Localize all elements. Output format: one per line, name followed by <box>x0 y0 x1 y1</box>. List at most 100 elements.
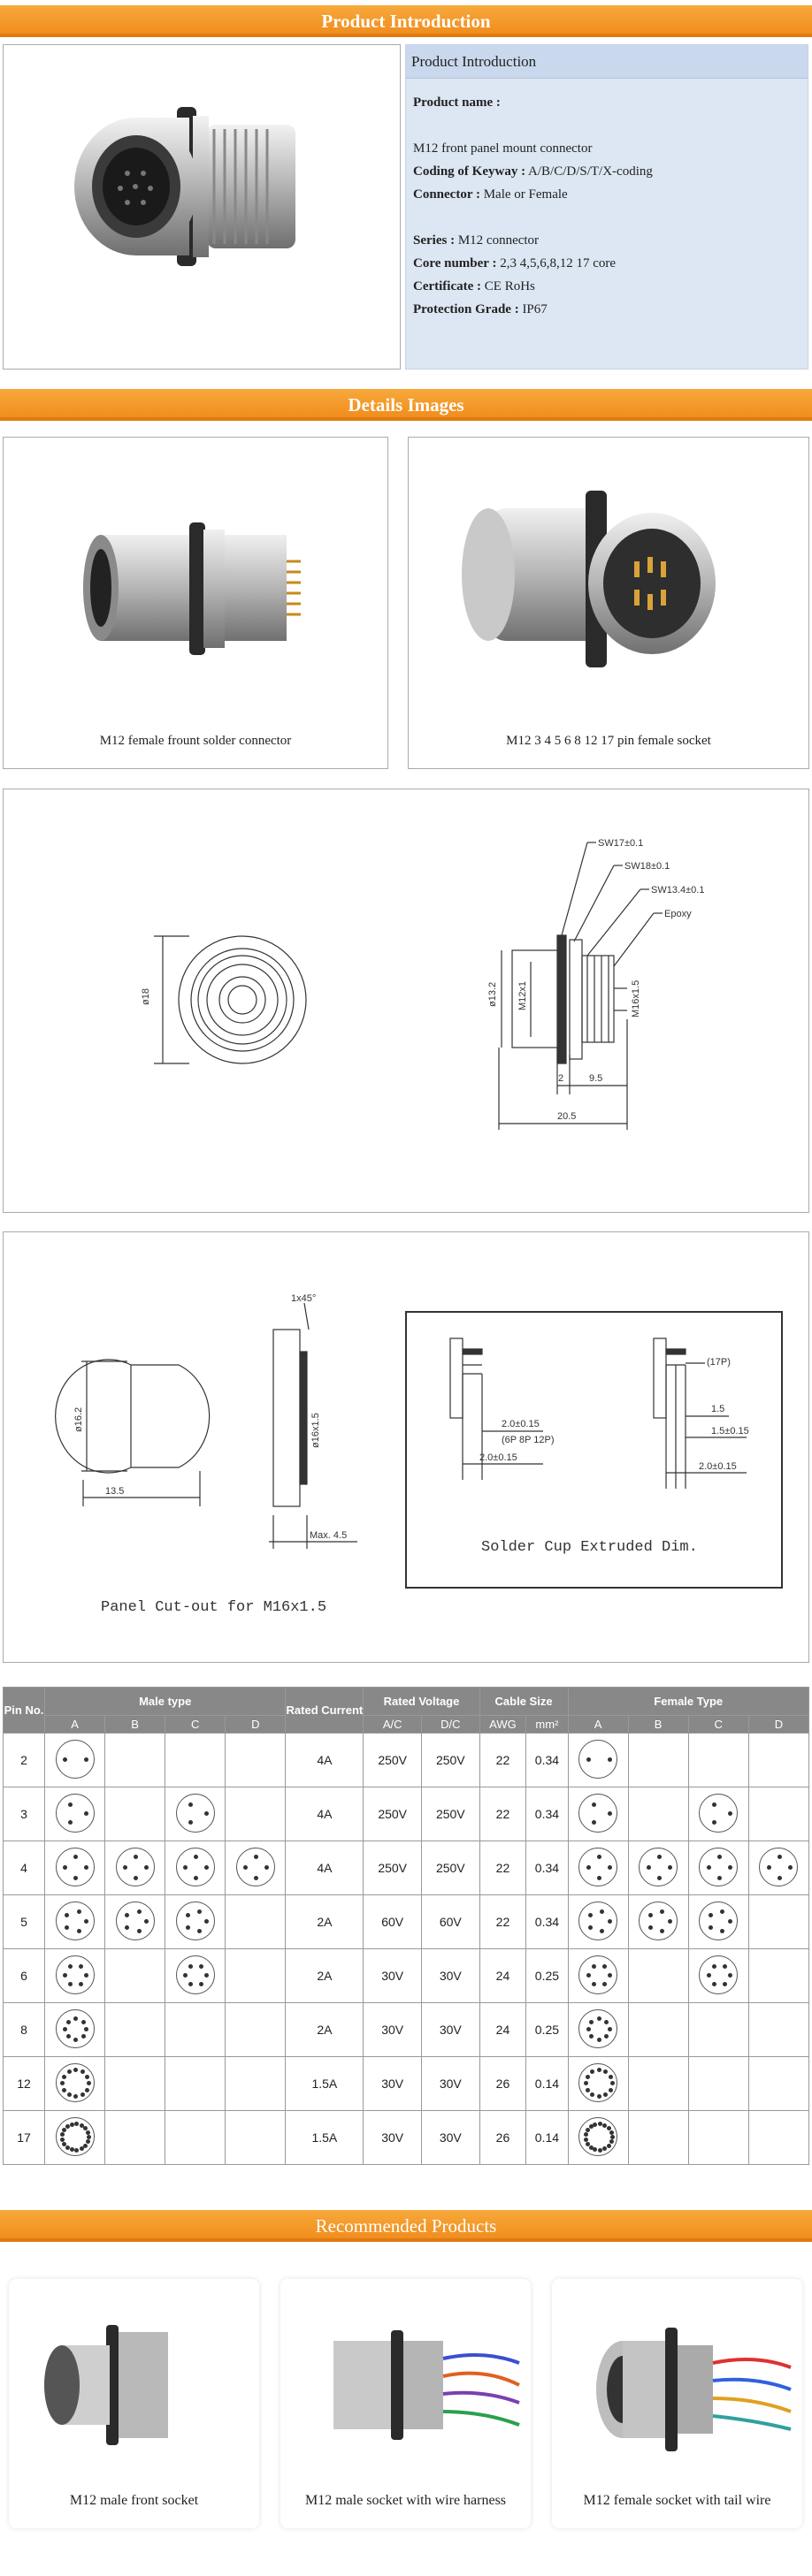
protect-value: IP67 <box>522 302 548 316</box>
pin-layout-icon <box>235 1847 275 1886</box>
th-male-c: C <box>165 1715 226 1734</box>
cell-female-a <box>567 2002 629 2057</box>
core-value: 2,3 4,5,6,8,12 17 core <box>500 256 617 271</box>
cert-label: Certificate : <box>413 279 482 293</box>
pin-layout-icon <box>699 1955 739 1994</box>
dim-17p: (17P) <box>707 1357 731 1368</box>
recommended-card[interactable]: M12 male front socket <box>9 2279 259 2528</box>
pin-layout-icon <box>115 1847 155 1886</box>
pin-layout-icon <box>578 1955 618 1994</box>
cell-mm: 0.34 <box>525 1841 569 1895</box>
pin-layout-icon <box>55 1793 95 1833</box>
technical-drawing-panel-cutout: ø16.2 13.5 1x45° ø16x1.5 Max. 4.5 Panel … <box>3 1231 809 1663</box>
cell-female-c <box>687 1733 749 1787</box>
cell-female-d <box>747 1894 810 1949</box>
dim-13-5: 13.5 <box>105 1486 124 1497</box>
cell-female-b <box>627 2110 689 2165</box>
cell-current: 4A <box>285 1841 364 1895</box>
cell-female-c <box>687 1948 749 2003</box>
series-label: Series : <box>413 233 456 248</box>
cell-male-a <box>43 1733 106 1787</box>
cell-male-b <box>104 1948 166 2003</box>
recommended-card[interactable]: M12 female socket with tail wire <box>552 2279 802 2528</box>
cell-ac: 30V <box>363 2110 422 2165</box>
cell-female-c <box>687 2110 749 2165</box>
coding-label: Coding of Keyway : <box>413 164 526 179</box>
pin-layout-icon <box>578 2116 618 2156</box>
protect-label: Protection Grade : <box>413 302 519 316</box>
dim-20-c: 2.0±0.15 <box>699 1461 737 1472</box>
product-image <box>333 2330 520 2440</box>
cell-awg: 24 <box>479 2002 527 2057</box>
cell-female-d <box>747 1787 810 1841</box>
pin-layout-icon <box>639 1901 678 1940</box>
pin-layout-icon <box>175 1793 215 1833</box>
cell-pin: 4 <box>3 1841 45 1895</box>
th-female-d: D <box>747 1715 810 1734</box>
dim-max45: Max. 4.5 <box>310 1530 347 1541</box>
cell-pin: 6 <box>3 1948 45 2003</box>
cell-female-b <box>627 1733 689 1787</box>
cell-male-a <box>43 1894 106 1949</box>
cell-female-b <box>627 1948 689 2003</box>
cell-female-b <box>627 2002 689 2057</box>
cell-female-a <box>567 1841 629 1895</box>
th-mm: mm² <box>525 1715 569 1734</box>
pin-layout-icon <box>55 1901 95 1940</box>
dim-20-5: 20.5 <box>557 1111 576 1122</box>
th-female-c: C <box>687 1715 749 1734</box>
pin-layout-icon <box>578 1793 618 1833</box>
cell-ac: 30V <box>363 2056 422 2111</box>
cell-pin: 3 <box>3 1787 45 1841</box>
pin-layout-icon <box>55 1739 95 1779</box>
cell-male-a <box>43 1841 106 1895</box>
cell-awg: 26 <box>479 2110 527 2165</box>
th-female-b: B <box>627 1715 689 1734</box>
cell-male-d <box>225 1841 287 1895</box>
pin-layout-icon <box>699 1793 739 1833</box>
cell-mm: 0.14 <box>525 2056 569 2111</box>
cell-male-b <box>104 2002 166 2057</box>
cell-current: 4A <box>285 1787 364 1841</box>
cell-female-c <box>687 1894 749 1949</box>
cell-male-b <box>104 1787 166 1841</box>
cell-pin: 12 <box>3 2056 45 2111</box>
pin-layout-icon <box>699 1847 739 1886</box>
cell-dc: 250V <box>420 1733 480 1787</box>
detail-image-1: M12 female frount solder connector <box>3 437 388 769</box>
cell-male-c <box>165 1841 226 1895</box>
core-label: Core number : <box>413 256 497 271</box>
cell-mm: 0.25 <box>525 2002 569 2057</box>
th-male-d: D <box>225 1715 287 1734</box>
section-title: Product Introduction <box>321 11 491 32</box>
product-photo <box>3 44 401 370</box>
cell-male-c <box>165 1733 226 1787</box>
cell-ac: 250V <box>363 1787 422 1841</box>
cell-male-d <box>225 2110 287 2165</box>
recommended-card[interactable]: M12 male socket with wire harness <box>280 2279 531 2528</box>
series-value: M12 connector <box>457 233 540 248</box>
section-banner-intro: Product Introduction <box>0 5 812 37</box>
cell-dc: 30V <box>420 2002 480 2057</box>
cell-male-c <box>165 1948 226 2003</box>
cell-dc: 30V <box>420 1948 480 2003</box>
cell-female-d <box>747 2056 810 2111</box>
cell-male-b <box>104 1841 166 1895</box>
dim-m16: M16x1.5 <box>631 980 641 1017</box>
cell-female-d <box>747 1733 810 1787</box>
cell-female-c <box>687 2056 749 2111</box>
technical-drawing-dimensions: ø18 ø13.2 M12x1 M16x1.5 SW17±0.1 SW18±0.… <box>3 789 809 1213</box>
cell-male-b <box>104 2110 166 2165</box>
dim-pins: (6P 8P 12P) <box>502 1435 555 1445</box>
pin-layout-icon <box>578 1847 618 1886</box>
cert-value: CE RoHs <box>484 279 535 293</box>
pin-layout-icon <box>115 1901 155 1940</box>
cell-male-c <box>165 1787 226 1841</box>
th-cable: Cable Size <box>479 1687 569 1716</box>
th-female: Female Type <box>567 1687 809 1716</box>
cell-male-a <box>43 2110 106 2165</box>
